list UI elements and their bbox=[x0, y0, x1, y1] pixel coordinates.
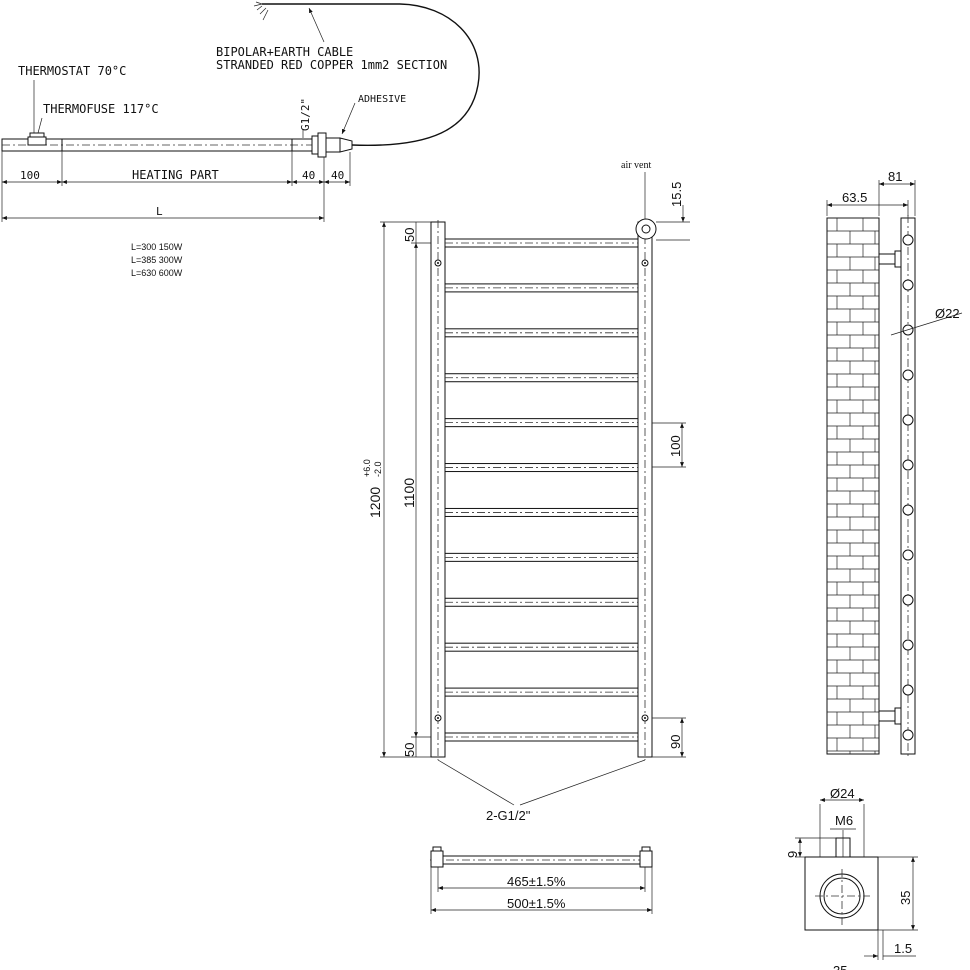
side-rail-end bbox=[902, 414, 914, 426]
tol-minus-label: -2.0 bbox=[373, 461, 383, 477]
thermostat-block bbox=[27, 136, 47, 146]
dim-35-label: 35 bbox=[898, 891, 913, 905]
side-rail-end bbox=[902, 504, 914, 516]
dim-1-5-label: 1.5 bbox=[894, 941, 912, 956]
spec-1: L=300 150W bbox=[131, 242, 183, 252]
dim-90-label: 90 bbox=[668, 735, 683, 749]
connections-label: 2-G1/2" bbox=[486, 808, 531, 823]
side-rail-end bbox=[902, 684, 914, 696]
side-rail-end bbox=[902, 279, 914, 291]
dim-81-label: 81 bbox=[888, 169, 902, 184]
dim-40a-label: 40 bbox=[302, 169, 315, 182]
cable bbox=[262, 3, 480, 147]
dim-40b-label: 40 bbox=[331, 169, 344, 182]
dim-50-top-label: 50 bbox=[402, 228, 417, 242]
dim-50-bottom-label: 50 bbox=[402, 743, 417, 757]
thermofuse-label: THERMOFUSE 117°C bbox=[43, 102, 159, 116]
dim-63-5-label: 63.5 bbox=[842, 190, 867, 205]
side-rail-end bbox=[902, 594, 914, 606]
spec-2: L=385 300W bbox=[131, 255, 183, 265]
front-rails bbox=[444, 238, 639, 742]
spec-3: L=630 600W bbox=[131, 268, 183, 278]
dim-1200-label: 1200 bbox=[367, 487, 383, 518]
dim-500-label: 500±1.5% bbox=[507, 896, 566, 911]
dim-9-label: 9 bbox=[785, 851, 800, 858]
side-rail-end bbox=[902, 369, 914, 381]
dim-1100-label: 1100 bbox=[401, 478, 417, 508]
cable-label-line1: BIPOLAR+EARTH CABLE bbox=[216, 45, 353, 59]
dim-15-5-label: 15.5 bbox=[669, 182, 684, 207]
side-rail-end bbox=[902, 459, 914, 471]
cable-label-line2: STRANDED RED COPPER 1mm2 SECTION bbox=[216, 58, 447, 72]
bracket-detail: Ø24 M6 9 35 1.5 35 bbox=[785, 786, 918, 970]
bottom-view: 465±1.5% 500±1.5% bbox=[430, 846, 654, 914]
thread-label: G1/2" bbox=[299, 98, 312, 131]
thermostat-label: THERMOSTAT 70°C bbox=[18, 64, 126, 78]
dim-100-label: 100 bbox=[20, 169, 40, 182]
dim-100-label: 100 bbox=[668, 435, 683, 457]
side-view: 81 63.5 Ø22 bbox=[826, 169, 963, 758]
side-rail-end bbox=[902, 234, 914, 246]
heating-part-label: HEATING PART bbox=[132, 168, 219, 182]
brick-pattern bbox=[827, 217, 879, 754]
dim-d22-label: Ø22 bbox=[935, 306, 960, 321]
air-vent-label: air vent bbox=[621, 160, 651, 171]
tol-plus-label: +6.0 bbox=[362, 459, 372, 477]
dim-m6-label: M6 bbox=[835, 813, 853, 828]
dim-35-bottom-label: 35 bbox=[833, 963, 847, 970]
side-rail-end bbox=[902, 729, 914, 741]
front-view: air vent 15.5 50 1100 1200 +6.0 -2.0 50 … bbox=[362, 160, 690, 823]
dim-d24-label: Ø24 bbox=[830, 786, 855, 801]
dim-465-label: 465±1.5% bbox=[507, 874, 566, 889]
heating-element-view: THERMOSTAT 70°C THERMOFUSE 117°C BIPOLAR… bbox=[1, 1, 480, 278]
wall bbox=[826, 217, 880, 755]
side-rail-end bbox=[902, 639, 914, 651]
side-rail-end bbox=[902, 549, 914, 561]
dim-L-label: L bbox=[156, 205, 163, 218]
adhesive-label: ADHESIVE bbox=[358, 94, 406, 105]
